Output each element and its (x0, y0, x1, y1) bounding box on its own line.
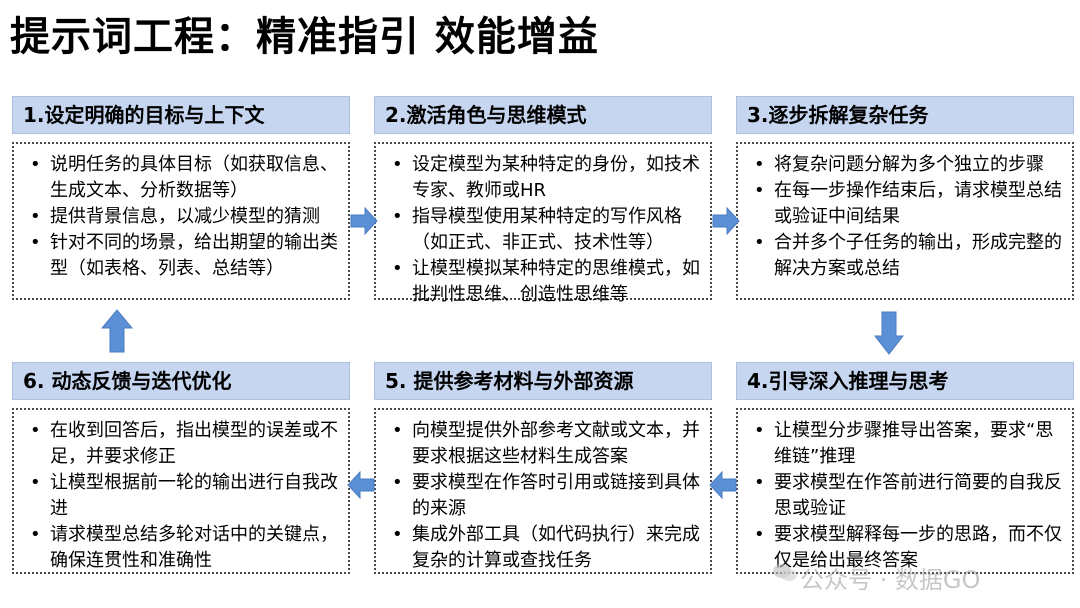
page-title: 提示词工程：精准指引 效能增益 (10, 14, 599, 60)
step-5-body: 向模型提供外部参考文献或文本，并要求根据这些材料生成答案 要求模型在作答时引用或… (374, 408, 712, 574)
step-card-5: 5. 提供参考材料与外部资源 向模型提供外部参考文献或文本，并要求根据这些材料生… (374, 362, 712, 574)
step-5-title: 5. 提供参考材料与外部资源 (374, 362, 712, 400)
step-4-item-3: 要求模型解释每一步的思路，而不仅仅是给出最终答案 (754, 522, 1064, 574)
wechat-icon (773, 564, 797, 581)
step-1-item-2: 提供背景信息，以减少模型的猜测 (30, 204, 340, 230)
step-3-item-2: 在每一步操作结束后，请求模型总结或验证中间结果 (754, 178, 1064, 230)
step-2-title: 2.激活角色与思维模式 (374, 96, 712, 134)
step-6-title: 6. 动态反馈与迭代优化 (12, 362, 350, 400)
step-5-item-2: 要求模型在作答时引用或链接到具体的来源 (392, 470, 702, 522)
arrow-up-icon (100, 309, 134, 353)
step-4-body: 让模型分步骤推导出答案，要求“思维链”推理 要求模型在作答前进行简要的自我反思或… (736, 408, 1074, 574)
step-1-item-1: 说明任务的具体目标（如获取信息、生成文本、分析数据等） (30, 152, 340, 204)
step-2-item-3: 让模型模拟某种特定的思维模式，如批判性思维、创造性思维等 (392, 256, 702, 308)
arrow-left-icon (347, 470, 375, 500)
step-3-item-3: 合并多个子任务的输出，形成完整的解决方案或总结 (754, 230, 1064, 282)
step-6-item-3: 请求模型总结多轮对话中的关键点，确保连贯性和准确性 (30, 522, 340, 574)
arrow-left-icon (709, 470, 737, 500)
step-2-body: 设定模型为某种特定的身份，如技术专家、教师或HR 指导模型使用某种特定的写作风格… (374, 142, 712, 305)
step-5-item-3: 集成外部工具（如代码执行）来完成复杂的计算或查找任务 (392, 522, 702, 574)
step-card-6: 6. 动态反馈与迭代优化 在收到回答后，指出模型的误差或不足，并要求修正 让模型… (12, 362, 350, 574)
step-3-item-1: 将复杂问题分解为多个独立的步骤 (754, 152, 1064, 178)
step-6-body: 在收到回答后，指出模型的误差或不足，并要求修正 让模型根据前一轮的输出进行自我改… (12, 408, 350, 574)
step-6-item-1: 在收到回答后，指出模型的误差或不足，并要求修正 (30, 418, 340, 470)
step-1-item-3: 针对不同的场景，给出期望的输出类型（如表格、列表、总结等） (30, 230, 340, 282)
step-card-1: 1.设定明确的目标与上下文 说明任务的具体目标（如获取信息、生成文本、分析数据等… (12, 96, 350, 300)
step-card-2: 2.激活角色与思维模式 设定模型为某种特定的身份，如技术专家、教师或HR 指导模… (374, 96, 712, 305)
watermark: 公众号 · 数据GO (800, 566, 981, 594)
step-5-item-1: 向模型提供外部参考文献或文本，并要求根据这些材料生成答案 (392, 418, 702, 470)
step-card-3: 3.逐步拆解复杂任务 将复杂问题分解为多个独立的步骤 在每一步操作结束后，请求模… (736, 96, 1074, 300)
arrow-right-icon (350, 206, 378, 236)
step-4-title: 4.引导深入推理与思考 (736, 362, 1074, 400)
step-card-4: 4.引导深入推理与思考 让模型分步骤推导出答案，要求“思维链”推理 要求模型在作… (736, 362, 1074, 574)
step-1-title: 1.设定明确的目标与上下文 (12, 96, 350, 134)
step-6-item-2: 让模型根据前一轮的输出进行自我改进 (30, 470, 340, 522)
step-4-item-2: 要求模型在作答前进行简要的自我反思或验证 (754, 470, 1064, 522)
step-4-item-1: 让模型分步骤推导出答案，要求“思维链”推理 (754, 418, 1064, 470)
step-2-item-2: 指导模型使用某种特定的写作风格（如正式、非正式、技术性等） (392, 204, 702, 256)
arrow-right-icon (712, 206, 740, 236)
arrow-down-icon (873, 311, 905, 355)
step-1-body: 说明任务的具体目标（如获取信息、生成文本、分析数据等） 提供背景信息，以减少模型… (12, 142, 350, 300)
step-3-title: 3.逐步拆解复杂任务 (736, 96, 1074, 134)
step-2-item-1: 设定模型为某种特定的身份，如技术专家、教师或HR (392, 152, 702, 204)
step-3-body: 将复杂问题分解为多个独立的步骤 在每一步操作结束后，请求模型总结或验证中间结果 … (736, 142, 1074, 300)
